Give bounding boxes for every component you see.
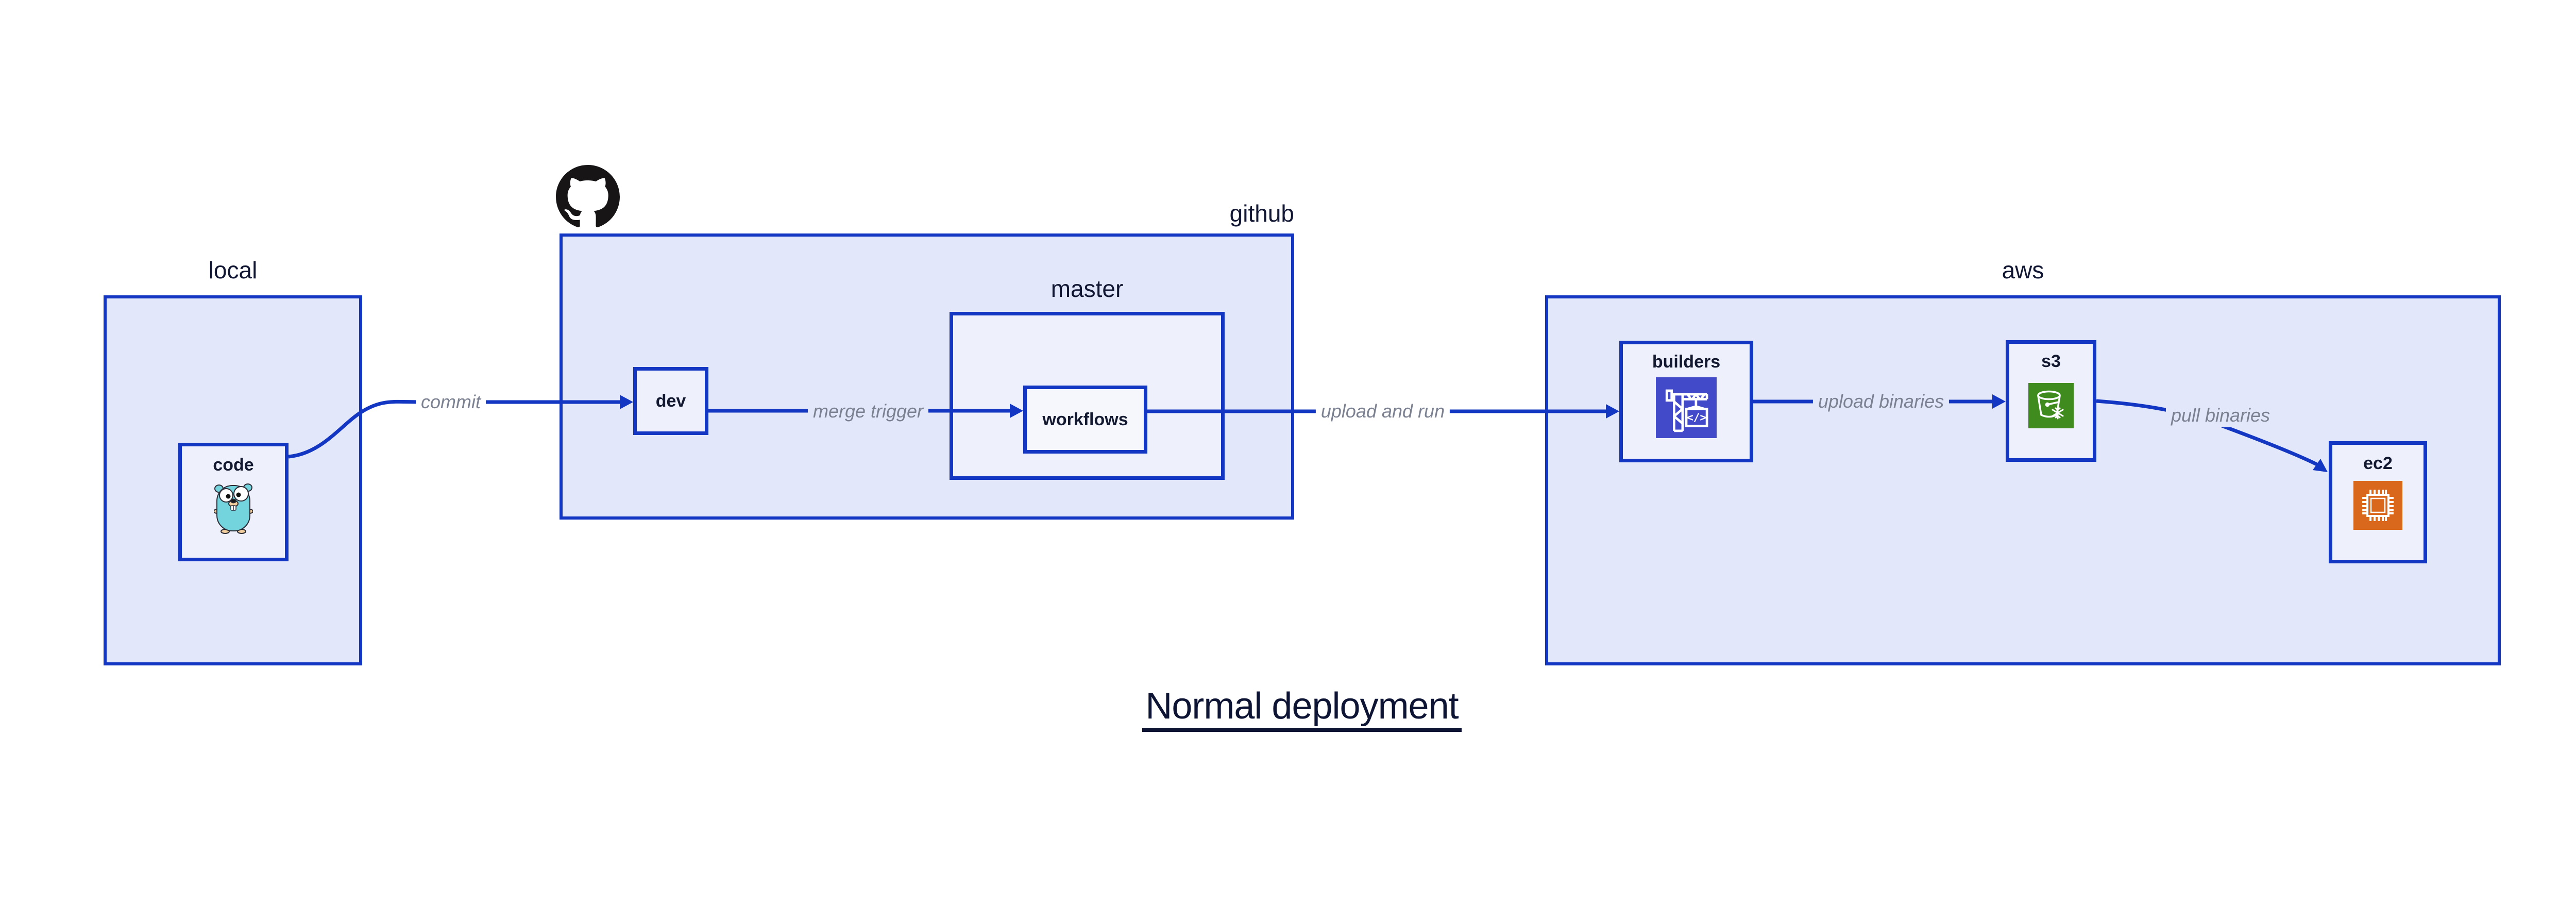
ec2-chip-icon	[2353, 481, 2402, 530]
node-dev: dev	[633, 367, 708, 435]
go-gopher-icon	[214, 483, 253, 534]
node-code-label: code	[213, 455, 254, 475]
container-label-github: github	[1229, 200, 1294, 227]
s3-bucket-snowflake-icon	[2028, 383, 2074, 428]
edge-label-commit: commit	[416, 390, 486, 414]
edge-label-upload-binaries: upload binaries	[1812, 390, 1950, 413]
node-s3-label: s3	[2041, 352, 2061, 371]
node-dev-label: dev	[655, 391, 686, 411]
container-label-master: master	[1050, 275, 1124, 302]
node-s3: s3	[2006, 340, 2096, 462]
container-label-local: local	[208, 257, 258, 283]
codebuild-crane-icon: </>	[1656, 377, 1717, 438]
edge-label-pull-binaries: pull binaries	[2165, 404, 2276, 427]
diagram-title: Normal deployment	[0, 686, 2576, 732]
node-ec2-label: ec2	[2363, 454, 2393, 473]
edge-label-merge-trigger: merge trigger	[807, 399, 929, 423]
edge-label-upload-and-run: upload and run	[1315, 399, 1450, 423]
builders-icon-glyph: </>	[1687, 411, 1706, 424]
node-workflows: workflows	[1023, 386, 1147, 454]
node-workflows-label: workflows	[1042, 410, 1128, 429]
node-builders: builders	[1619, 341, 1753, 462]
node-code: code	[178, 443, 289, 561]
github-octocat-icon	[556, 165, 620, 227]
diagram-title-text: Normal deployment	[1142, 686, 1462, 732]
node-builders-label: builders	[1652, 352, 1721, 372]
container-label-aws: aws	[2002, 257, 2044, 283]
node-ec2: ec2	[2329, 441, 2427, 563]
